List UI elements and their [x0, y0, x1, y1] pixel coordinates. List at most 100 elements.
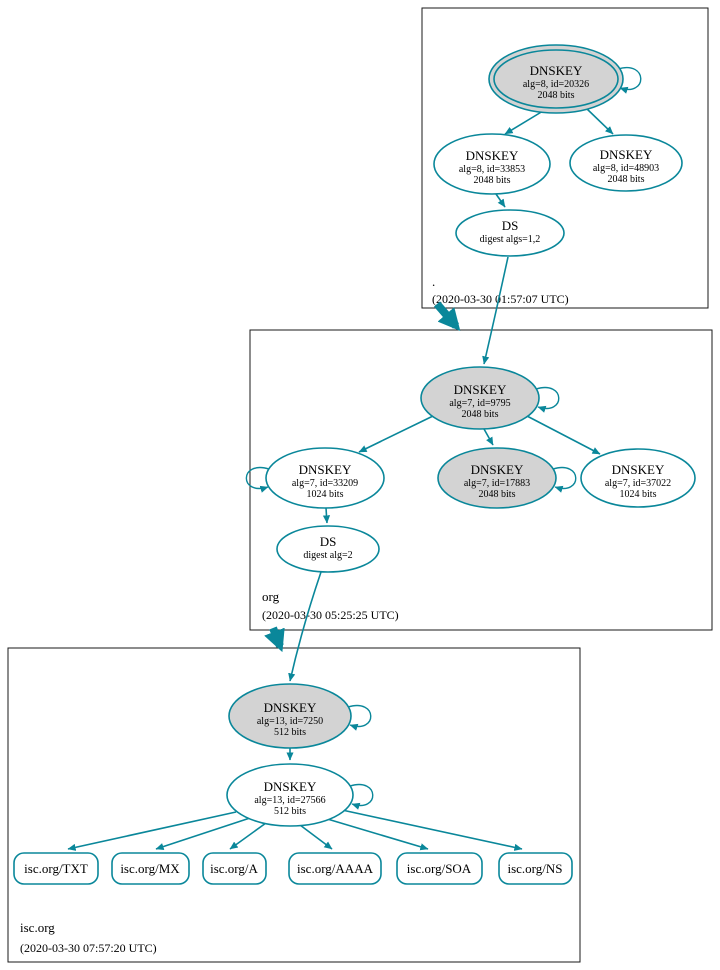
record-box	[498, 852, 573, 885]
selfloop-org-ksk-17883	[552, 466, 577, 493]
node-type: DNSKEY	[530, 63, 583, 78]
isc-zone-box	[7, 647, 581, 963]
dnskey-ellipse	[433, 133, 551, 195]
record-label: isc.org/A	[210, 861, 258, 876]
record-label: isc.org/SOA	[407, 861, 472, 876]
dnskey-ellipse-inner	[493, 49, 619, 109]
edge-org-ds-to-isc-ksk	[288, 571, 322, 682]
node-detail2: 2048 bits	[538, 90, 575, 101]
record-box	[288, 852, 382, 885]
node-type: DNSKEY	[600, 147, 653, 162]
dnskey-ellipse	[437, 447, 557, 509]
record-label: isc.org/AAAA	[297, 861, 374, 876]
node-type: DNSKEY	[466, 148, 519, 163]
node-root-ksk-20326: DNSKEY alg=8, id=20326 2048 bits	[488, 44, 624, 114]
selfloop-root-ksk	[617, 66, 642, 94]
org-zone-timestamp: (2020-03-30 05:25:25 UTC)	[262, 608, 399, 622]
record-label: isc.org/NS	[507, 861, 562, 876]
node-detail1: alg=8, id=33853	[459, 164, 525, 175]
root-zone-box	[421, 7, 709, 309]
node-detail1: digest alg=2	[303, 550, 352, 561]
node-detail2: 2048 bits	[474, 175, 511, 186]
record-isc-txt: isc.org/TXT	[13, 852, 99, 885]
node-root-zsk-48903: DNSKEY alg=8, id=48903 2048 bits	[569, 134, 683, 192]
ds-ellipse	[276, 525, 380, 573]
record-isc-ns: isc.org/NS	[498, 852, 573, 885]
record-label: isc.org/TXT	[24, 861, 88, 876]
node-type: DNSKEY	[471, 462, 524, 477]
node-type: DS	[502, 218, 519, 233]
edge-isc-zsk-to-a	[229, 822, 267, 850]
edge-root-ds-to-org-ksk	[482, 256, 509, 365]
edge-org-zsk-to-ds	[322, 507, 331, 524]
node-type: DNSKEY	[264, 700, 317, 715]
edge-isc-zsk-to-mx	[155, 817, 251, 851]
node-detail2: 2048 bits	[608, 174, 645, 185]
node-detail1: alg=7, id=33209	[292, 478, 358, 489]
record-box	[396, 852, 483, 885]
node-detail1: digest algs=1,2	[480, 234, 541, 245]
edge-org-ksk-to-ksk-17883	[483, 428, 494, 446]
selfloop-org-zsk-33209	[245, 466, 270, 493]
selfloop-isc-zsk-27566	[349, 783, 374, 810]
dnskey-ellipse	[580, 448, 696, 508]
node-type: DNSKEY	[612, 462, 665, 477]
node-org-ksk-17883: DNSKEY alg=7, id=17883 2048 bits	[437, 447, 557, 509]
dnskey-ellipse	[226, 763, 354, 827]
edge-root-ksk-to-zsk-48903	[585, 107, 614, 135]
node-detail2: 1024 bits	[307, 489, 344, 500]
node-detail1: alg=8, id=48903	[593, 163, 659, 174]
node-detail2: 1024 bits	[620, 489, 657, 500]
node-detail2: 2048 bits	[479, 489, 516, 500]
node-detail1: alg=7, id=37022	[605, 478, 671, 489]
node-root-ds: DS digest algs=1,2	[455, 209, 565, 257]
org-zone-box	[249, 329, 713, 631]
edge-isc-zsk-to-ns	[341, 809, 523, 851]
root-zone-timestamp: (2020-03-30 01:57:07 UTC)	[432, 292, 569, 306]
node-type: DNSKEY	[299, 462, 352, 477]
edge-isc-zsk-to-txt	[67, 811, 237, 851]
edge-isc-zsk-to-soa	[323, 817, 429, 851]
org-zone-label: org	[262, 589, 280, 604]
record-box	[13, 852, 99, 885]
node-detail1: alg=13, id=27566	[254, 795, 325, 806]
selfloop-isc-ksk-7250	[347, 704, 372, 731]
node-detail2: 2048 bits	[462, 409, 499, 420]
node-detail2: 512 bits	[274, 806, 306, 817]
record-isc-mx: isc.org/MX	[111, 852, 190, 885]
node-detail1: alg=7, id=9795	[449, 398, 510, 409]
root-zone-label: .	[432, 274, 435, 289]
node-type: DNSKEY	[264, 779, 317, 794]
delegation-arrow-root-to-org	[433, 301, 461, 331]
node-detail1: alg=7, id=17883	[464, 478, 530, 489]
node-org-ksk-9795: DNSKEY alg=7, id=9795 2048 bits	[420, 366, 540, 430]
isc-zone-timestamp: (2020-03-30 07:57:20 UTC)	[20, 941, 157, 955]
record-isc-soa: isc.org/SOA	[396, 852, 483, 885]
node-isc-ksk-7250: DNSKEY alg=13, id=7250 512 bits	[228, 683, 352, 749]
dnskey-ellipse-outer	[488, 44, 624, 114]
record-box	[202, 852, 267, 885]
node-org-zsk-37022: DNSKEY alg=7, id=37022 1024 bits	[580, 448, 696, 508]
node-detail2: 512 bits	[274, 727, 306, 738]
dnskey-ellipse	[420, 366, 540, 430]
node-detail1: alg=13, id=7250	[257, 716, 323, 727]
record-box	[111, 852, 190, 885]
node-type: DS	[320, 534, 337, 549]
record-label: isc.org/MX	[120, 861, 180, 876]
node-detail1: alg=8, id=20326	[523, 79, 589, 90]
ds-ellipse	[455, 209, 565, 257]
edge-org-ksk-to-zsk-37022	[526, 415, 601, 455]
node-org-ds: DS digest alg=2	[276, 525, 380, 573]
record-isc-a: isc.org/A	[202, 852, 267, 885]
record-isc-aaaa: isc.org/AAAA	[288, 852, 382, 885]
node-root-zsk-33853: DNSKEY alg=8, id=33853 2048 bits	[433, 133, 551, 195]
edge-org-ksk-to-zsk-33209	[358, 415, 434, 453]
dnskey-ellipse	[228, 683, 352, 749]
edge-root-zsk-to-ds	[495, 193, 506, 208]
edge-isc-zsk-to-aaaa	[299, 824, 333, 850]
dnskey-ellipse	[265, 447, 385, 509]
dnskey-ellipse	[569, 134, 683, 192]
node-isc-zsk-27566: DNSKEY alg=13, id=27566 512 bits	[226, 763, 354, 827]
